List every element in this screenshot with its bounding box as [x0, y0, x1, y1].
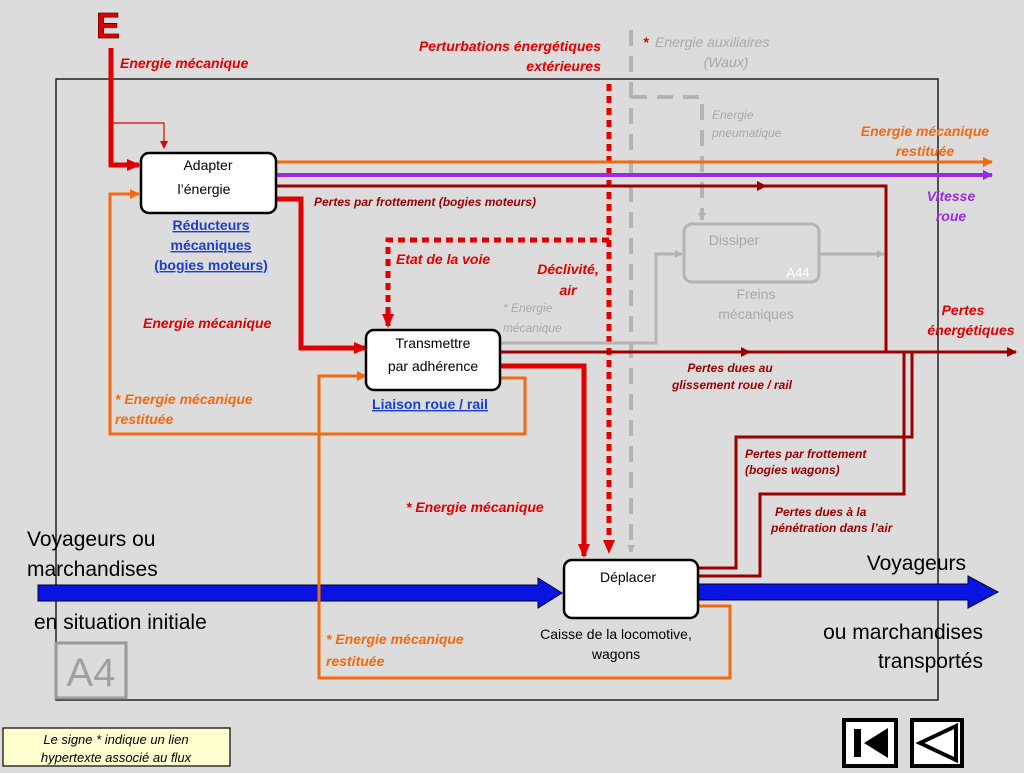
- flow-pertes-bogies-moteurs: [276, 184, 888, 352]
- label-pneu-2: pneumatique: [711, 126, 782, 140]
- label-vitesse-1: Vitesse: [927, 188, 976, 204]
- box-adapter-line2: l’énergie: [178, 181, 231, 197]
- label-perturbations-2: extérieures: [526, 58, 601, 74]
- label-voyageurs-in-2: marchandises: [27, 558, 158, 581]
- box-adapter-line1: Adapter: [183, 157, 232, 173]
- mechanism-a41-line1: Réducteurs: [172, 217, 249, 233]
- mechanism-a42: Liaison roue / rail: [372, 396, 488, 412]
- label-pertes-bogies-wagons-1: Pertes par frottement: [745, 447, 867, 461]
- mechanism-a44-line1: Freins: [737, 286, 776, 302]
- mechanism-a41-line2: mécaniques: [171, 237, 252, 253]
- label-aux-1: Energie auxiliaires: [655, 34, 769, 50]
- box-deplacer-code: A43: [660, 598, 683, 613]
- label-penetration-2: pénétration dans l’air: [770, 521, 894, 535]
- flow-etat-voie: [382, 237, 609, 328]
- box-dissiper-code: A44: [786, 265, 809, 280]
- flow-pertes-bogies-wagons: [698, 352, 914, 570]
- label-pertes-energetiques-2: énergétiques: [927, 322, 1014, 338]
- label-energie-meca-star: * Energie mécanique: [406, 499, 544, 515]
- box-dissiper: Dissiper A44: [682, 222, 821, 284]
- flow-energie-mecanique-a42-a43: [500, 363, 590, 558]
- label-voyageurs-out-3: transportés: [878, 650, 983, 673]
- flow-energie-meca-a42-a44: [500, 250, 683, 345]
- flow-control-branch: [111, 122, 168, 149]
- node-label: A4: [67, 651, 116, 695]
- flow-pertes-penetration: [698, 352, 906, 578]
- flow-restituee-loop-a42: [317, 371, 732, 680]
- box-transmettre-line1: Transmettre: [396, 335, 471, 351]
- label-energie-mecanique-top: Energie mécanique: [120, 55, 249, 71]
- mechanism-a43-line2: wagons: [591, 646, 640, 662]
- first-page-icon: [854, 728, 888, 758]
- label-voyageurs-in-3: en situation initiale: [34, 611, 207, 634]
- label-voyageurs-out-1: Voyageurs: [867, 552, 966, 575]
- flow-energie-pneumatique: [631, 95, 706, 221]
- flow-energie-mecanique-a41-a42: [276, 196, 368, 354]
- box-transmettre-line2: par adhérence: [388, 358, 479, 374]
- input-flow-arrow: [37, 577, 563, 609]
- label-pertes-bogies-moteurs: Pertes par frottement (bogies moteurs): [314, 195, 536, 209]
- box-adapter-energie: Adapter l’énergie A41: [139, 151, 278, 215]
- label-pertes-energetiques-1: Pertes: [942, 302, 985, 318]
- label-penetration-1: Pertes dues à la: [775, 505, 867, 519]
- label-voyageurs-out-2: ou marchandises: [823, 621, 983, 644]
- mechanism-a41-line3: (bogies moteurs): [154, 257, 268, 273]
- node-label-box: [54, 641, 128, 700]
- label-restituee-bottom-1: * Energie mécanique: [326, 631, 464, 647]
- box-deplacer-line1: Déplacer: [600, 569, 656, 585]
- label-declivite-1: Déclivité,: [537, 261, 598, 277]
- label-glissement-1: Pertes dues au: [687, 361, 773, 375]
- previous-page-button[interactable]: [910, 718, 964, 768]
- box-transmettre: Transmettre par adhérence A42: [364, 328, 502, 392]
- label-restituee-1: Energie mécanique: [861, 123, 990, 139]
- box-transmettre-code: A42: [467, 373, 490, 388]
- label-voyageurs-in-1: Voyageurs ou: [27, 528, 155, 551]
- label-pneu-1: Energie: [712, 108, 754, 122]
- legend-line1: Le signe * indique un lien: [43, 732, 188, 747]
- flow-energie-mecanique-in: [108, 48, 141, 171]
- first-page-button[interactable]: [842, 718, 898, 768]
- legend-line2: hypertexte associé au flux: [41, 750, 192, 765]
- output-flow-arrow: [697, 575, 1000, 609]
- label-aux-2: (Waux): [704, 54, 749, 70]
- box-adapter-code: A41: [242, 191, 265, 206]
- label-energie-meca-gray-2: mécanique: [503, 321, 562, 335]
- label-aux-star: *: [643, 34, 649, 50]
- mechanism-a44-line2: mécaniques: [718, 306, 794, 322]
- previous-page-icon: [915, 722, 958, 764]
- label-declivite-2: air: [559, 282, 578, 298]
- label-restituee-left-1: * Energie mécanique: [115, 391, 253, 407]
- label-perturbations-1: Perturbations énergétiques: [419, 38, 601, 54]
- label-restituee-2: restituée: [896, 143, 955, 159]
- label-restituee-left-2: restituée: [115, 411, 174, 427]
- legend-box: Le signe * indique un lien hypertexte as…: [2, 727, 231, 767]
- label-glissement-2: glissement roue / rail: [671, 378, 793, 392]
- mechanism-a43-line1: Caisse de la locomotive,: [540, 626, 692, 642]
- box-dissiper-line1: Dissiper: [709, 232, 760, 248]
- label-restituee-bottom-2: restituée: [326, 653, 385, 669]
- label-etat-voie: Etat de la voie: [396, 251, 490, 267]
- title-letter-e: E: [96, 5, 120, 46]
- label-energie-meca-gray-1: * Energie: [503, 301, 553, 315]
- label-pertes-bogies-wagons-2: (bogies wagons): [745, 463, 840, 477]
- diagram-frame: [55, 78, 939, 701]
- label-energie-mecanique-mid: Energie mécanique: [143, 315, 272, 331]
- label-vitesse-2: roue: [936, 208, 967, 224]
- box-deplacer: Déplacer A43: [562, 558, 700, 620]
